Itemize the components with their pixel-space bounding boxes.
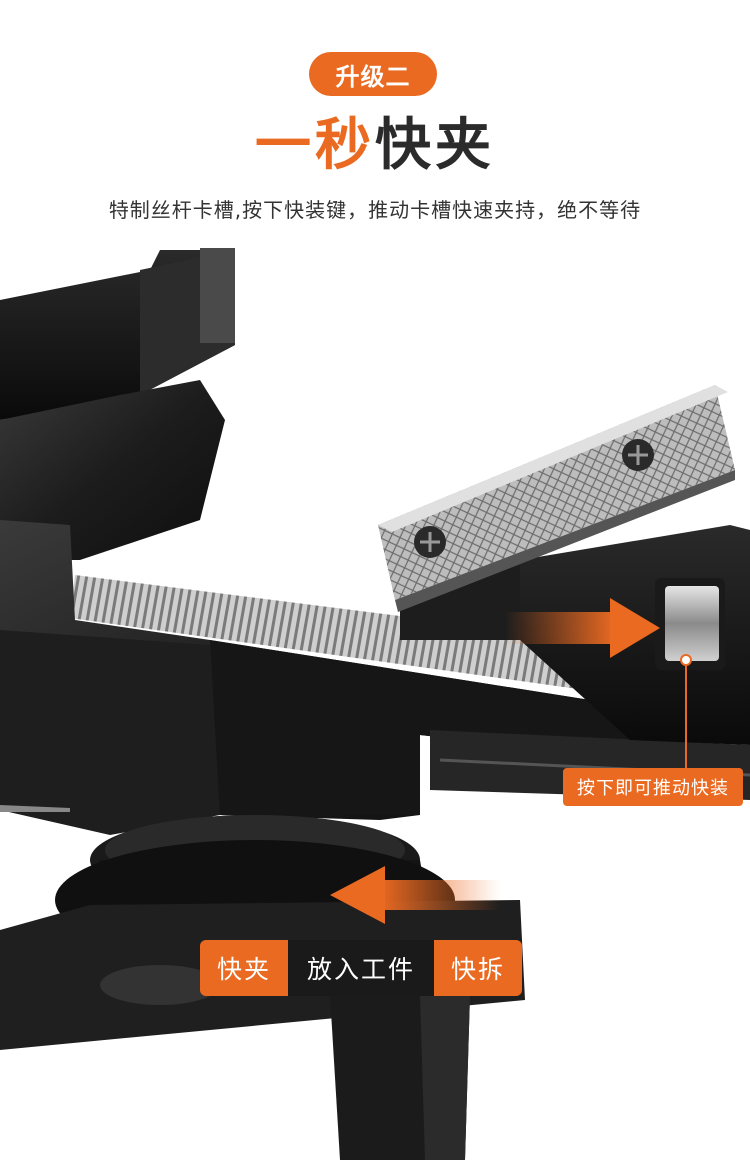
bench-vise-photo: [0, 248, 750, 1160]
step-strip: 快夹 放入工件 快拆: [200, 940, 522, 996]
step-insert-workpiece: 放入工件: [288, 940, 434, 996]
arrow-right-icon: [505, 598, 660, 658]
title-rest: 快夹: [375, 113, 495, 178]
title-accent: 一秒: [255, 113, 375, 178]
screw-icon: [622, 439, 654, 471]
badge: 升级二: [309, 52, 437, 96]
step-quick-release: 快拆: [434, 940, 522, 996]
step-quick-clamp: 快夹: [200, 940, 288, 996]
quick-install-callout: 按下即可推动快装: [563, 768, 743, 806]
arrow-left-icon: [330, 866, 500, 924]
screw-icon: [414, 526, 446, 558]
page-title: 一秒快夹: [0, 110, 750, 182]
subtitle: 特制丝杆卡槽,按下快装键，推动卡槽快速夹持，绝不等待: [108, 198, 642, 222]
